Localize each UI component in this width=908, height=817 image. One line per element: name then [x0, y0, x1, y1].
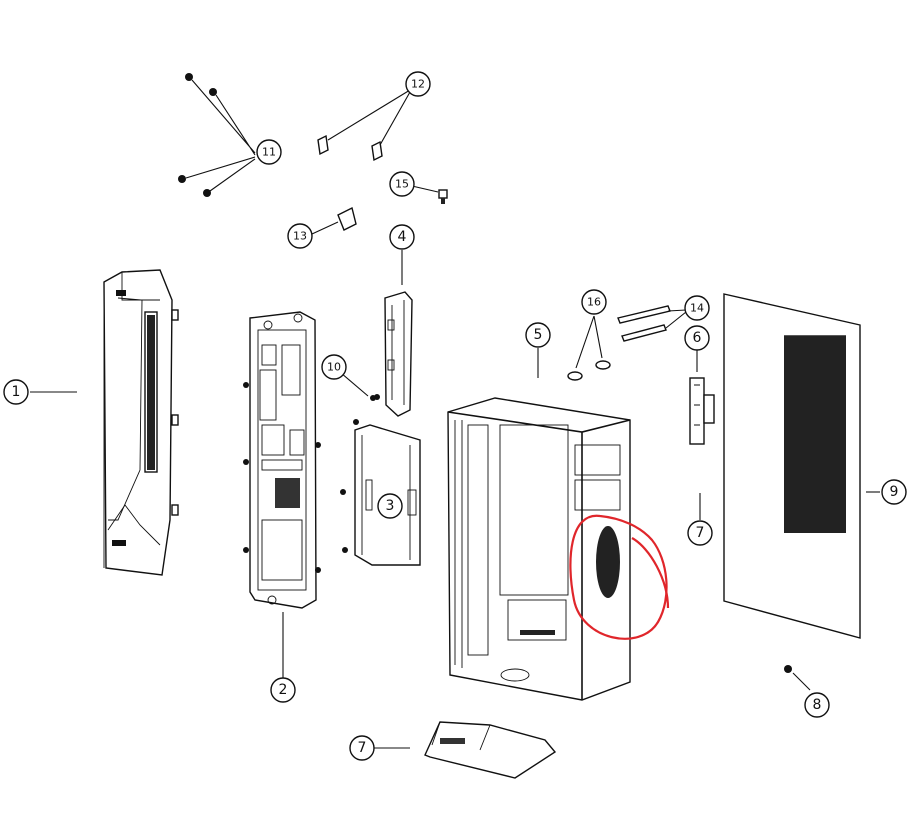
- side-panel-vent: [784, 334, 846, 533]
- part-main-chassis: [447, 397, 631, 701]
- part-screw: [784, 665, 792, 673]
- callout-14: 14: [684, 295, 710, 321]
- part-rubber-feet: [178, 73, 217, 197]
- callout-12: 12: [405, 71, 431, 97]
- part-clips: [317, 134, 383, 162]
- callout-6: 6: [684, 325, 710, 351]
- callout-11: 11: [256, 139, 282, 165]
- callout-13: 13: [287, 223, 313, 249]
- part-rails: [617, 305, 671, 342]
- callout-9: 9: [881, 479, 907, 505]
- svg-text:2: 2: [279, 682, 288, 698]
- part-foot-stand: [424, 721, 557, 779]
- part-side-panel: [723, 293, 861, 639]
- svg-text:6: 6: [693, 330, 702, 346]
- part-screw-10: [370, 395, 376, 401]
- callout-7b: 7: [349, 735, 375, 761]
- svg-text:9: 9: [890, 484, 899, 500]
- callout-10: 10: [321, 354, 347, 380]
- svg-text:10: 10: [327, 361, 341, 374]
- part-drive-bracket: [340, 419, 421, 566]
- svg-text:14: 14: [690, 302, 704, 315]
- part-small-bracket: [337, 206, 357, 231]
- red-markup-circle: [569, 514, 670, 640]
- part-front-frame: [243, 311, 321, 609]
- svg-text:13: 13: [293, 230, 307, 243]
- callout-1: 1: [3, 379, 29, 405]
- chassis-fan-grille: [596, 526, 620, 598]
- part-washers: [567, 360, 611, 381]
- svg-text:1: 1: [12, 384, 21, 400]
- svg-text:5: 5: [534, 327, 543, 343]
- part-front-bezel: [103, 269, 179, 576]
- leader-lines: [30, 79, 880, 749]
- svg-text:12: 12: [411, 78, 425, 91]
- svg-text:4: 4: [398, 229, 407, 245]
- bezel-vent-slots: [147, 315, 155, 470]
- callout-16: 16: [581, 289, 607, 315]
- svg-text:8: 8: [813, 697, 822, 713]
- bezel-badge: [112, 540, 126, 546]
- callout-7a: 7: [687, 520, 713, 546]
- callout-3: 3: [377, 493, 403, 519]
- svg-text:3: 3: [386, 498, 395, 514]
- part-hinge-bracket: [689, 377, 715, 445]
- callout-8: 8: [804, 692, 830, 718]
- part-vertical-bracket: [374, 291, 413, 417]
- svg-text:7: 7: [696, 525, 705, 541]
- callout-5: 5: [525, 322, 551, 348]
- callout-2: 2: [270, 677, 296, 703]
- bezel-logo: [116, 290, 126, 296]
- callout-4: 4: [389, 224, 415, 250]
- callout-15: 15: [389, 171, 415, 197]
- svg-text:15: 15: [395, 178, 409, 191]
- svg-text:7: 7: [358, 740, 367, 756]
- svg-text:11: 11: [262, 146, 276, 159]
- svg-text:16: 16: [587, 296, 601, 309]
- part-standoff: [438, 189, 448, 204]
